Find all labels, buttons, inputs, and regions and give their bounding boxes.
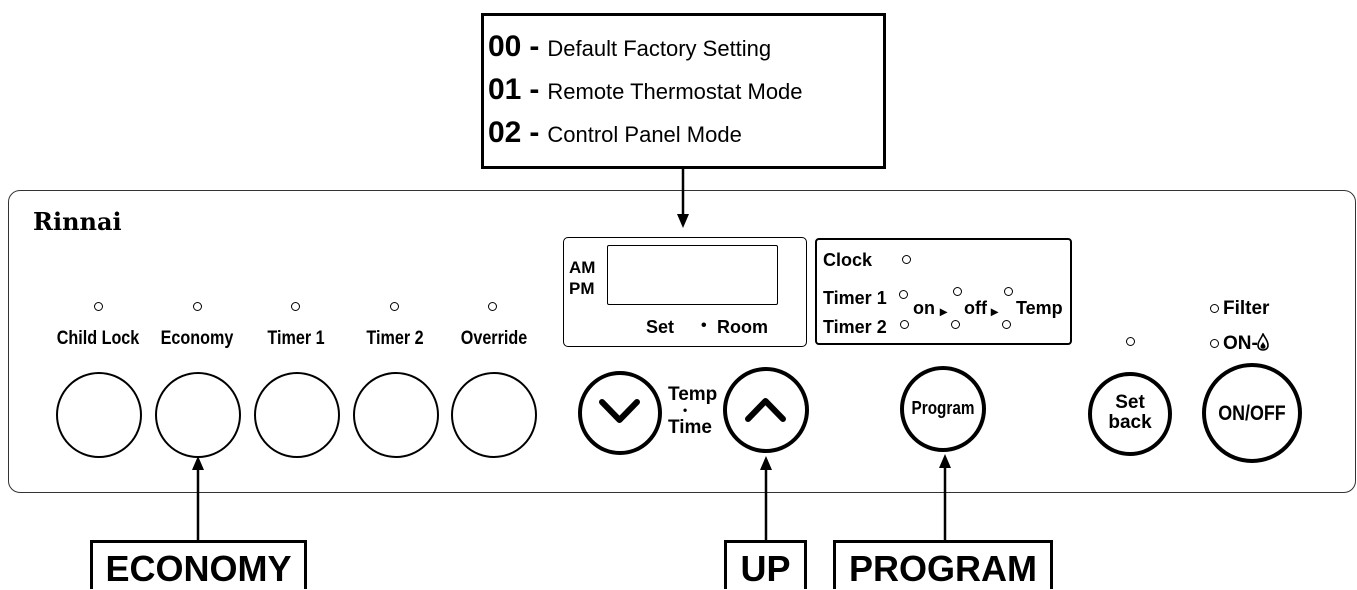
on-led: [1210, 339, 1219, 348]
economy-label: Economy: [160, 328, 234, 349]
mode-callout-box: 00 - Default Factory Setting 01 - Remote…: [481, 13, 886, 169]
mode-item: 00 - Default Factory Setting: [488, 30, 771, 70]
clock-led: [902, 255, 911, 264]
lcd-screen: [607, 245, 778, 305]
child-lock-button[interactable]: [56, 372, 142, 458]
timer2-button[interactable]: [353, 372, 439, 458]
mode-dash: -: [529, 116, 540, 149]
timer1-button[interactable]: [254, 372, 340, 458]
override-label: Override: [460, 328, 528, 349]
timer1-program-label: Timer 1: [823, 288, 887, 308]
mode-code: 01: [488, 73, 522, 106]
program-callout-arrow: [939, 454, 951, 542]
filter-label: Filter: [1223, 298, 1270, 319]
timer1-led-b: [953, 287, 962, 296]
chevron-down-icon: [599, 399, 640, 423]
pm-indicator: PM: [569, 279, 595, 298]
program-button-label: Program: [911, 398, 975, 418]
lcd-display-frame: [563, 237, 807, 347]
timer2-led-c: [1002, 320, 1011, 329]
mode-item: 02 - Control Panel Mode: [488, 116, 742, 156]
timer1-label: Timer 1: [267, 328, 325, 349]
setback-button[interactable]: Set back: [1088, 372, 1172, 456]
setback-label-line1: Set: [1115, 392, 1145, 413]
economy-callout-arrow: [192, 456, 204, 542]
chevron-up-icon: [745, 398, 786, 422]
time-label: Time: [668, 417, 713, 438]
clock-label: Clock: [823, 250, 873, 270]
am-indicator: AM: [569, 258, 596, 277]
temp-program-label: Temp: [1016, 298, 1063, 318]
override-led: [488, 302, 497, 311]
mode-item: 01 - Remote Thermostat Mode: [488, 73, 803, 113]
setback-label-line2: back: [1108, 412, 1152, 433]
arrow-on-off: ▸: [940, 303, 948, 319]
timer2-led: [390, 302, 399, 311]
mode-description: Control Panel Mode: [547, 122, 742, 147]
temp-down-button[interactable]: [578, 371, 662, 455]
mode-code: 00: [488, 30, 522, 63]
program-callout-label: PROGRAM: [833, 540, 1053, 589]
mode-description: Remote Thermostat Mode: [547, 79, 803, 104]
timer1-led-c: [1004, 287, 1013, 296]
timer1-led-a: [899, 290, 908, 299]
setback-led: [1126, 337, 1135, 346]
up-callout-label: UP: [724, 540, 807, 589]
child-lock-label: Child Lock: [56, 328, 140, 349]
off-label: off: [964, 298, 987, 318]
mode-description: Default Factory Setting: [547, 36, 772, 61]
arrow-off-temp: ▸: [991, 303, 999, 319]
child-lock-led: [94, 302, 103, 311]
program-button[interactable]: Program: [900, 366, 986, 452]
onoff-button-label: ON/OFF: [1218, 402, 1286, 425]
set-indicator: Set: [646, 317, 675, 337]
temp-label: Temp: [668, 384, 718, 405]
flame-icon: [1257, 333, 1269, 351]
mode-dash: -: [529, 73, 540, 106]
economy-callout-label: ECONOMY: [90, 540, 307, 589]
mode-dash: -: [529, 30, 540, 63]
timer2-led-a: [900, 320, 909, 329]
timer1-led: [291, 302, 300, 311]
program-indicator-box: [815, 238, 1072, 345]
brand-logo: Rinnai: [33, 207, 122, 236]
up-callout-arrow: [760, 456, 772, 542]
timer2-led-b: [951, 320, 960, 329]
room-indicator: Room: [717, 317, 768, 337]
on-label: on: [913, 298, 935, 318]
economy-led: [193, 302, 202, 311]
display-dot: •: [701, 317, 707, 334]
filter-led: [1210, 304, 1219, 313]
temp-up-button[interactable]: [723, 367, 809, 453]
onoff-button[interactable]: ON/OFF: [1202, 363, 1302, 463]
mode-code: 02: [488, 116, 522, 149]
mode-callout-arrow: [677, 168, 689, 228]
override-button[interactable]: [451, 372, 537, 458]
timer2-label: Timer 2: [366, 328, 424, 349]
temp-time-dot: •: [683, 403, 688, 417]
timer2-program-label: Timer 2: [823, 317, 887, 337]
on-flame-label: ON-: [1223, 333, 1258, 354]
